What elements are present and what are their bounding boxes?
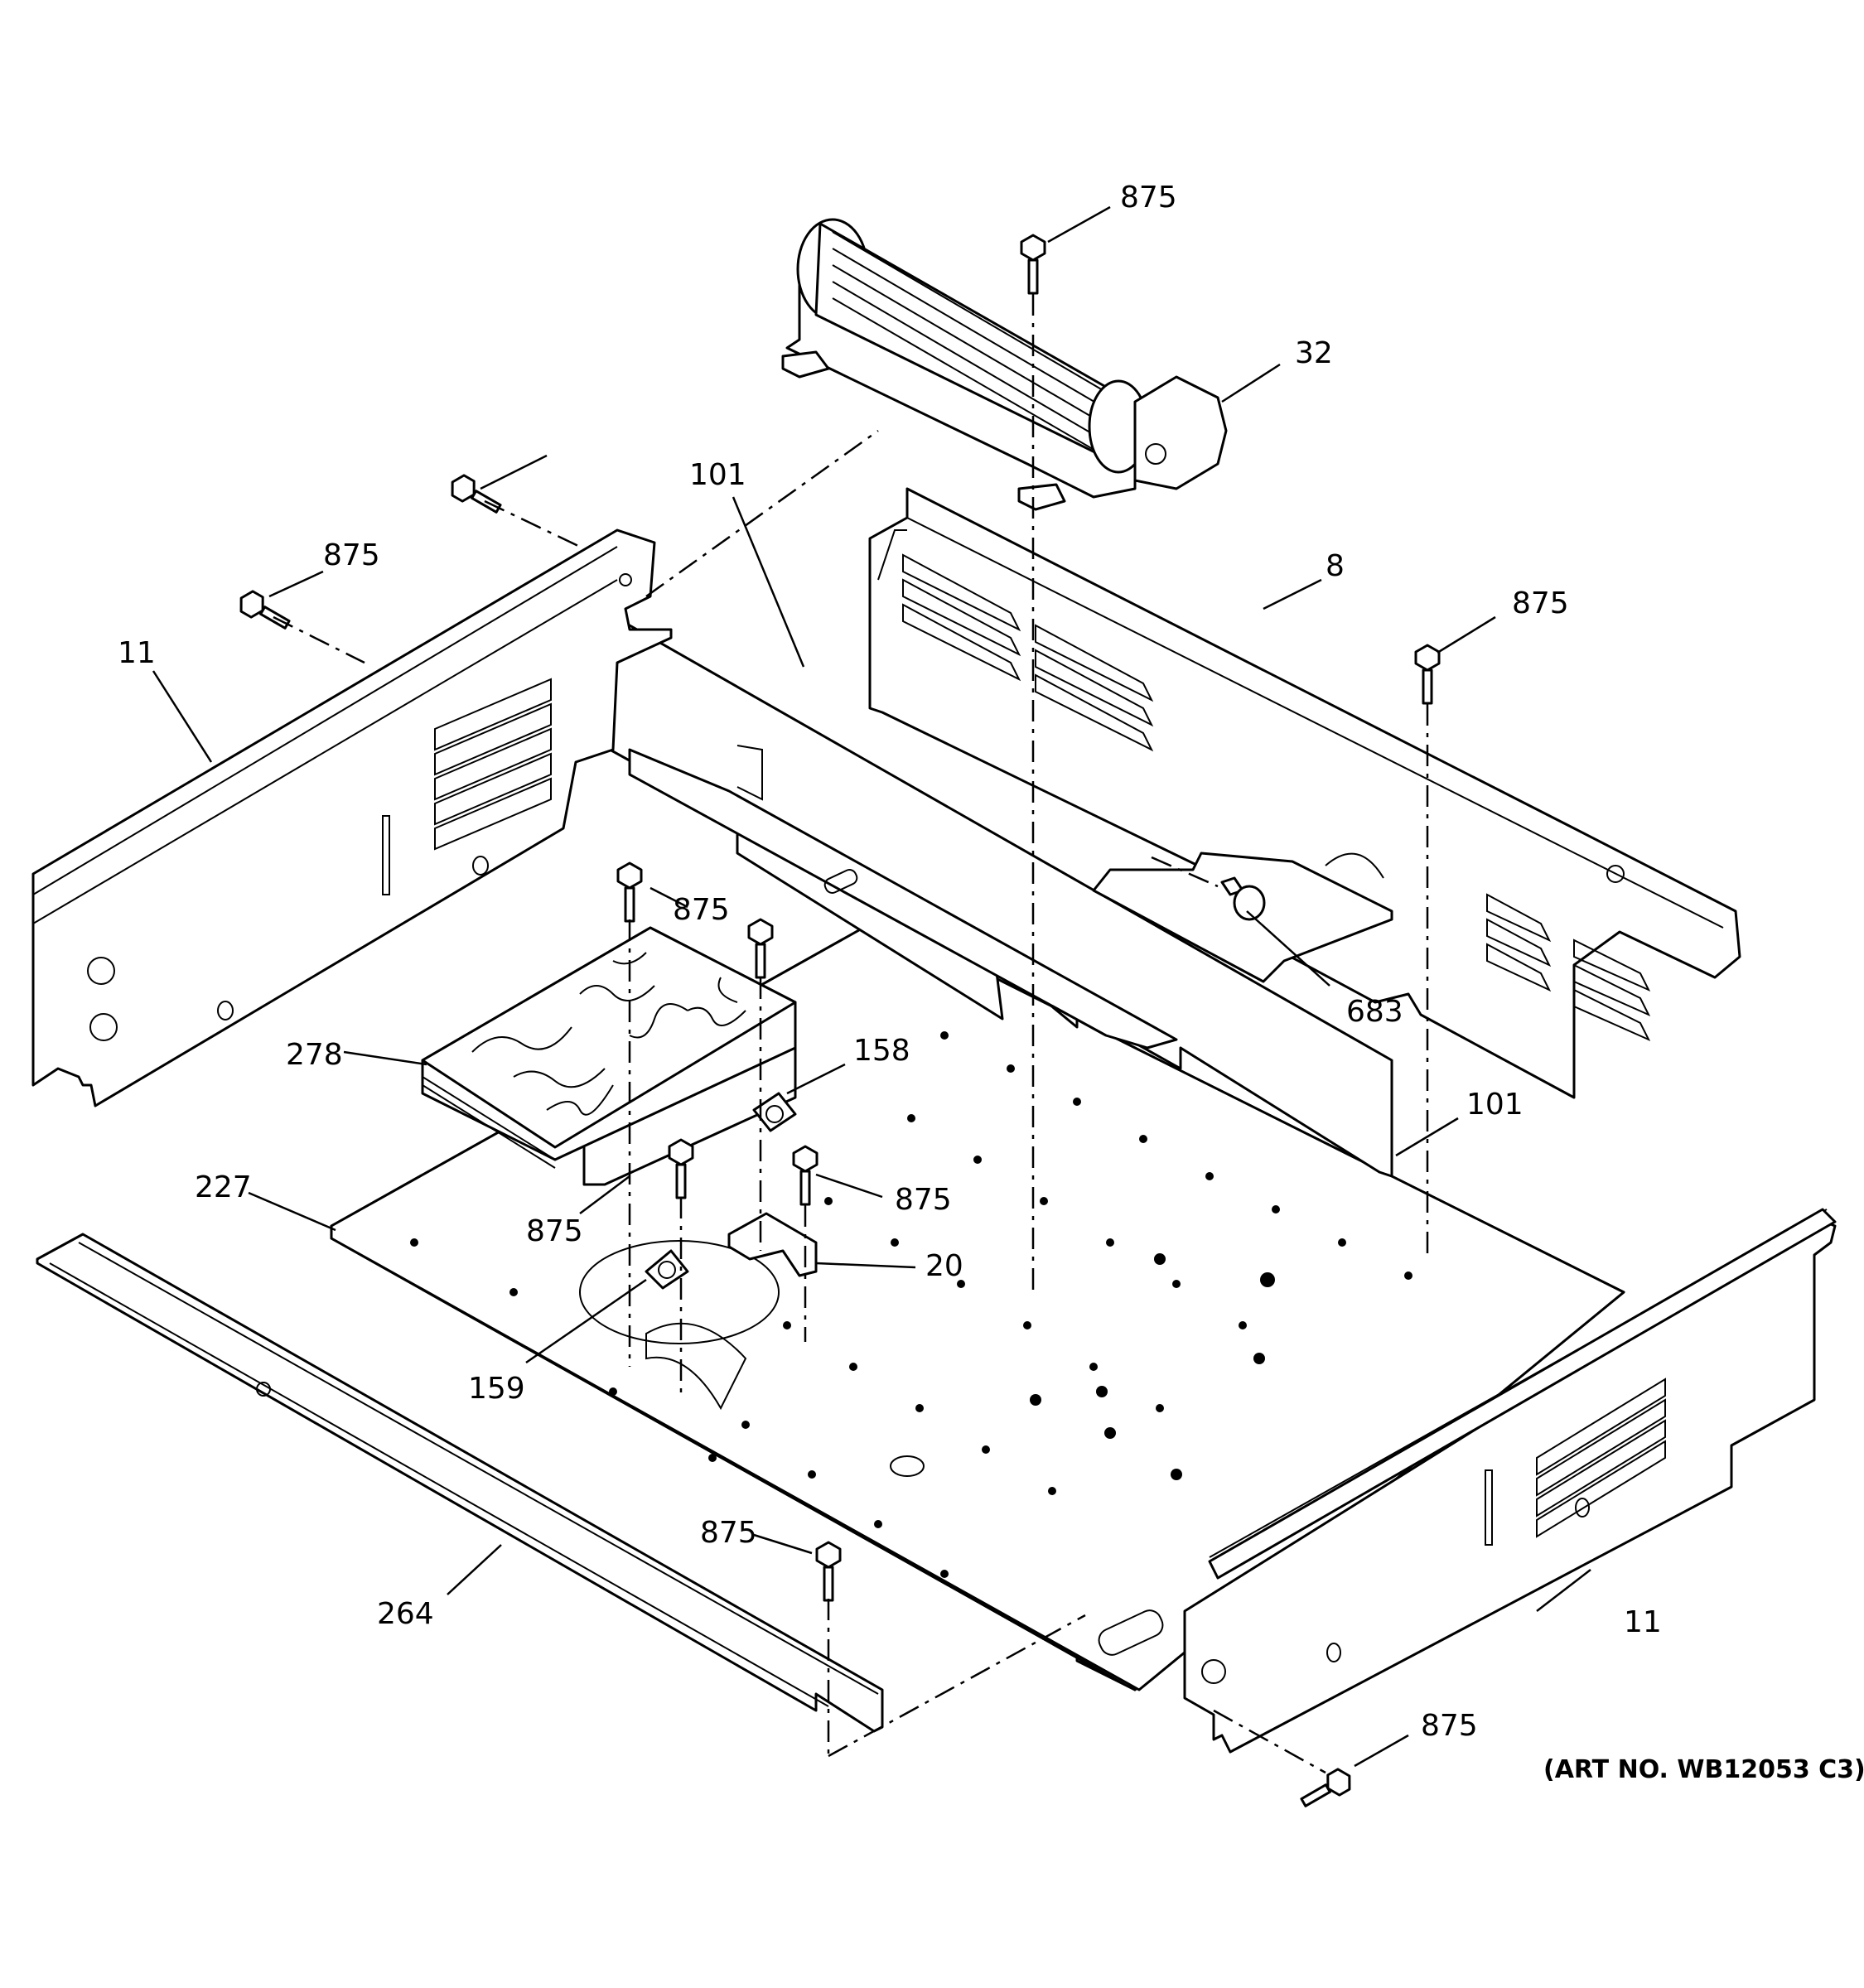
screw-875-mid-left [668,1138,694,1199]
screw-875-bottom [815,1541,842,1602]
callout-875-bottom: 875 [700,1516,757,1550]
fan-blades [832,231,1123,465]
screw-875-right [1414,644,1441,705]
art-number: (ART NO. WB12053 C3) [1543,1755,1864,1784]
screw-875-center-a [616,861,643,923]
panel-holes [410,1031,1412,1578]
fan-assembly-32 [781,218,1228,511]
thermostat-159 [645,1249,689,1290]
screw-875-mid-right [792,1145,819,1206]
callout-8: 8 [1326,549,1345,583]
duct-panel-101 [578,607,1393,1178]
left-louvers [434,678,552,851]
callout-101-right: 101 [1466,1088,1524,1122]
callout-875-mid-right: 875 [895,1183,952,1217]
grommet-683 [1220,876,1266,921]
screw-875-fan-top [1020,234,1046,295]
rear-panel-8 [868,487,1741,1099]
callout-11-right: 11 [1624,1605,1662,1639]
callout-32: 32 [1295,336,1333,370]
left-side-panel-11 [31,528,673,1107]
callout-159: 159 [468,1372,525,1406]
screw-875-center-b [747,918,774,979]
thermostat-cutout [579,1240,780,1344]
callout-875-bottom-right: 875 [1421,1709,1478,1743]
callout-875-right: 875 [1512,586,1569,620]
bracket-20 [727,1212,818,1277]
screw-875-left-b [239,590,291,630]
leader-lines [152,205,1591,1768]
callout-158: 158 [853,1034,910,1068]
right-side-panel-11 [1183,1208,1837,1754]
callout-875-fan-top: 875 [1120,181,1177,215]
callout-875-mid-left: 875 [526,1214,583,1248]
screw-875-bottom-right [1300,1768,1351,1807]
callout-227: 227 [195,1170,252,1204]
insulation-block-278 [421,926,797,1186]
right-louvers [1536,1378,1666,1538]
callout-683: 683 [1346,995,1403,1029]
callout-labels: 875 32 101 875 8 875 11 875 683 278 158 … [118,181,1864,1784]
callout-11-left: 11 [118,636,156,670]
callout-101-top: 101 [689,458,746,492]
rear-louvers [902,553,1651,1042]
screw-875-left-a [451,474,502,514]
callout-278: 278 [286,1038,343,1072]
callout-20: 20 [925,1249,963,1283]
callout-264: 264 [377,1597,434,1631]
thermostat-158 [752,1092,797,1132]
callout-875-center: 875 [673,893,730,927]
callout-875-left-upper: 875 [323,538,380,572]
